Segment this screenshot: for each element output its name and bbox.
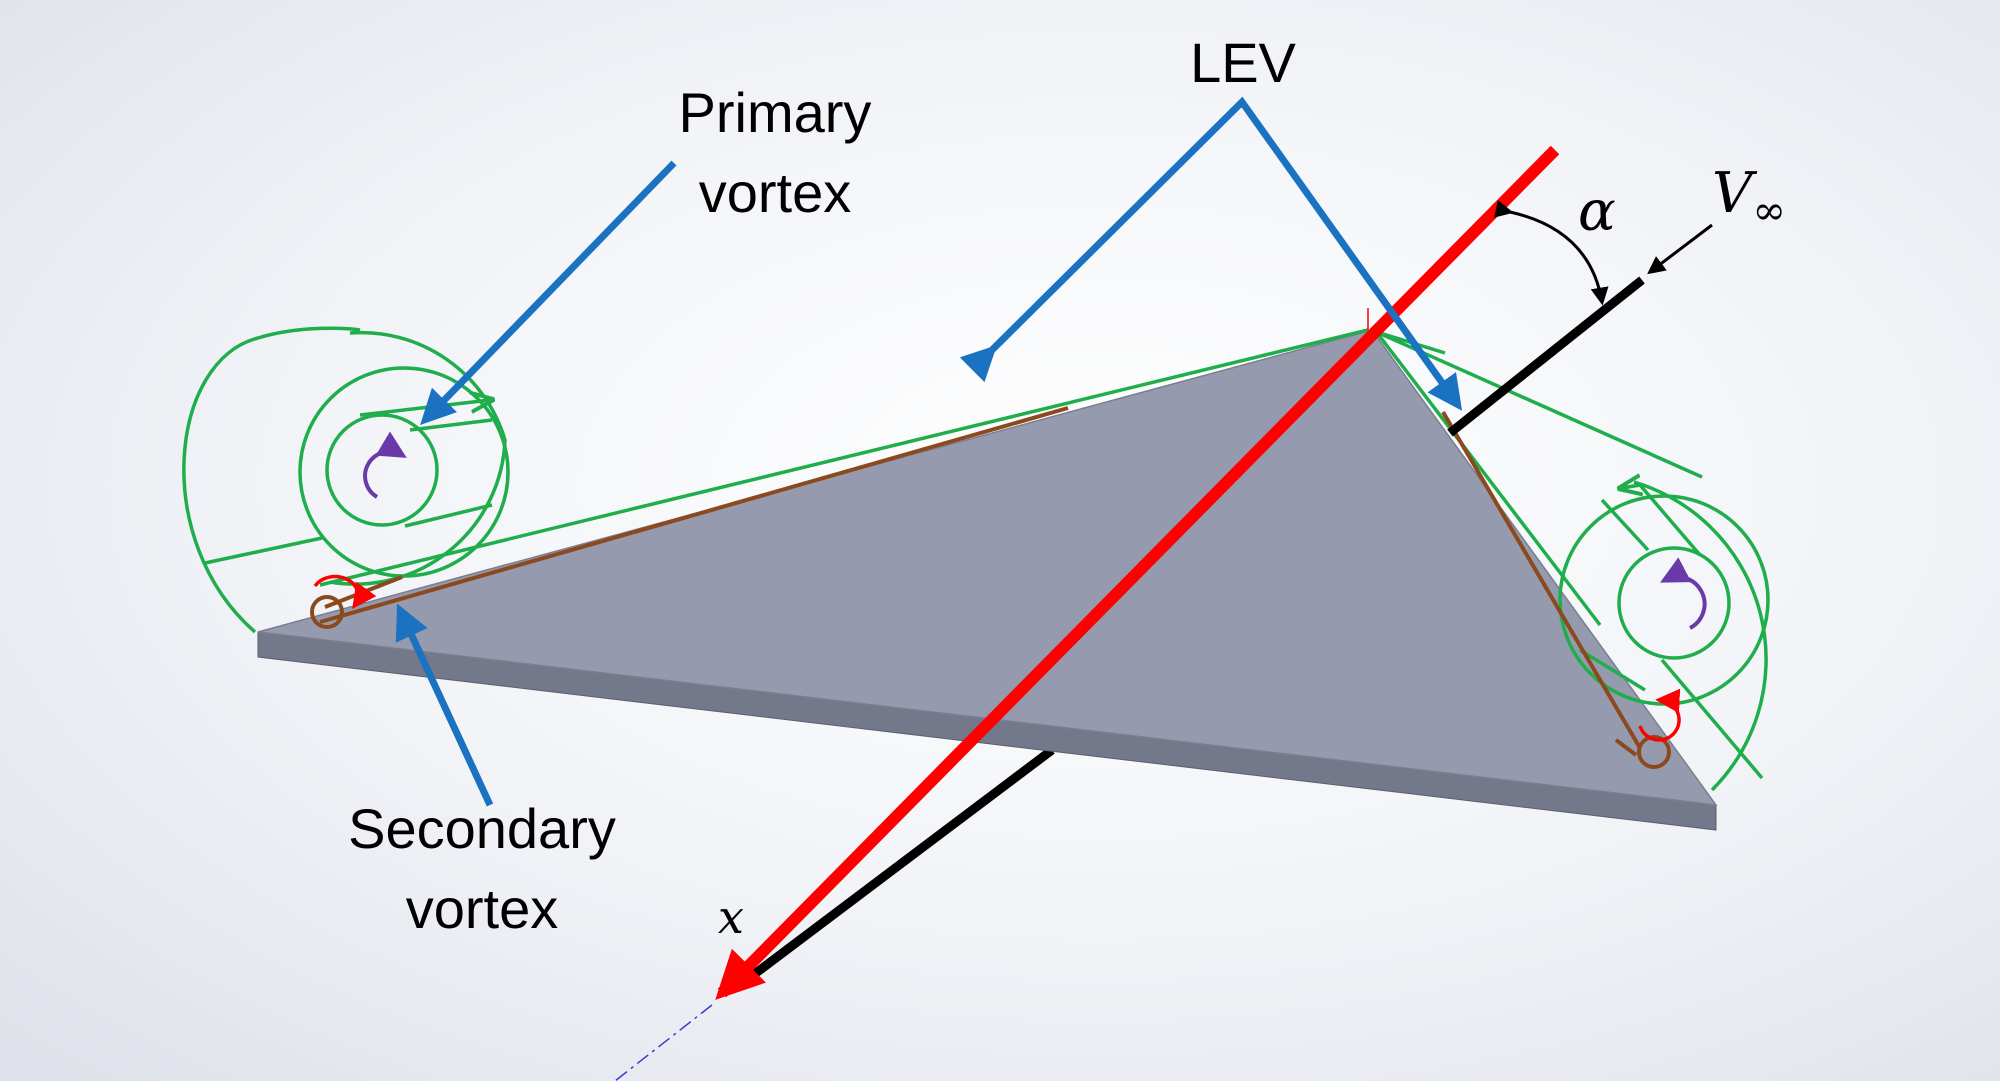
left-vortex-feed-line [204,536,323,565]
left-primary-vortex-outer [298,366,510,578]
centerline-extension [614,1004,713,1081]
right-primary-vortex-core [1617,546,1731,660]
lev-pointer-arrow [959,96,1463,411]
right-secondary-rotation-icon [1638,688,1681,742]
right-secondary-vortex-line [1441,410,1642,750]
left-vortex-lower-tangent [404,503,493,528]
primary-vortex-label-line1: Primary [679,81,872,144]
flow-line-lower [737,746,1055,989]
left-secondary-vortex-line [319,406,1069,624]
flow-line-upper [1447,276,1645,437]
free-stream-arrow [1647,223,1713,275]
secondary-vortex-label-line2: vortex [406,877,559,940]
secondary-vortex-pointer-arrow [395,603,494,807]
right-vortex-upper-tangent-inner [1638,483,1702,557]
right-secondary-vortex-tube [1614,738,1638,757]
right-primary-rotation-icon [1660,557,1707,630]
pointer-arrows [395,96,1463,807]
secondary-vortices [310,406,1671,769]
right-vortex-upper-tangent [1600,498,1650,552]
centerline-x-axis [715,145,1560,1000]
right-secondary-vortex-core [1637,735,1671,769]
v-infinity-subscript: ∞ [1752,188,1785,234]
lev-label: LEV [1190,31,1296,94]
v-infinity-main: V [1712,161,1758,226]
right-outer-circle [1633,480,1768,792]
secondary-vortex-label-line1: Secondary [348,797,616,860]
left-secondary-rotation-icon [313,574,377,610]
alpha-label: α [1578,179,1616,244]
left-primary-vortex-core [325,413,439,527]
right-vortex-feed-line [1579,648,1646,692]
primary-vortex-pointer-arrow [420,160,677,426]
v-infinity-label: V∞ [1712,161,1786,234]
primary-vortex-label-line2: vortex [699,161,852,224]
left-primary-rotation-icon [363,431,407,499]
alpha-angle-arc [1493,200,1609,306]
x-axis-label: x [718,890,744,944]
right-vortex-lower-tangent [1660,658,1764,780]
left-outer-vortex-sheet [182,326,361,634]
left-secondary-vortex-core [310,595,344,629]
right-vortex-arrow [1622,485,1640,488]
